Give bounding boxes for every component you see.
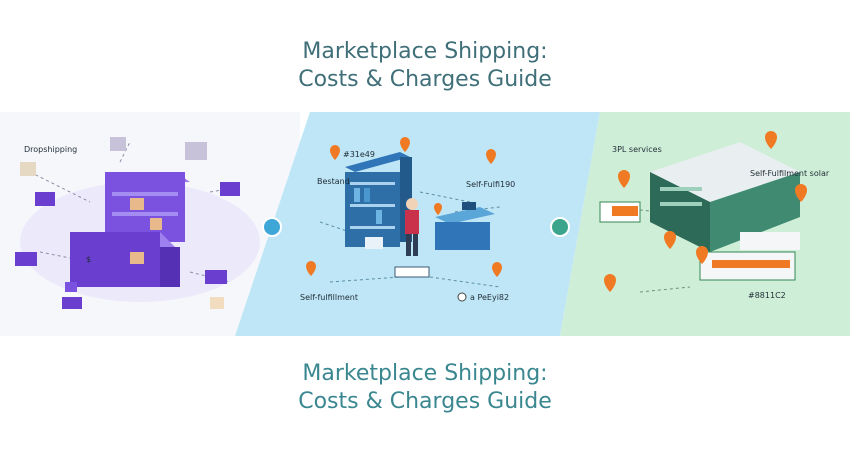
svg-text:$: $ xyxy=(86,255,91,264)
dropshipping-scene: $ Dropshipping xyxy=(15,137,260,309)
third-party-logistics-scene: 3PL services Self-Fulfilment solar #8811… xyxy=(599,131,830,300)
title-line-1-bottom: Marketplace Shipping: xyxy=(302,361,548,386)
title-line-1: Marketplace Shipping: xyxy=(302,39,548,64)
3pl-services-label: 3PL services xyxy=(612,145,662,154)
self-fulfillment-scene: #31e49 Bestand Self-Fulfi190 Self-fulfil… xyxy=(300,137,515,302)
page-title-top: Marketplace Shipping: Costs & Charges Gu… xyxy=(0,38,850,94)
dropshipping-label: Dropshipping xyxy=(24,145,77,154)
connector-blue-dot xyxy=(262,217,282,237)
title-line-2-bottom: Costs & Charges Guide xyxy=(298,389,552,414)
self-fulfill-label: Self-Fulfi190 xyxy=(466,180,515,189)
bestand-label: Bestand xyxy=(317,177,350,186)
title-line-2: Costs & Charges Guide xyxy=(298,67,552,92)
self-fulfillment-label: Self-fulfillment xyxy=(300,293,358,302)
code-label-green: #8811C2 xyxy=(748,291,786,300)
self-fulfilment-solar-label: Self-Fulfilment solar xyxy=(750,169,830,178)
code-label-bottom: a PeEyi82 xyxy=(470,293,509,302)
page-title-bottom: Marketplace Shipping: Costs & Charges Gu… xyxy=(0,360,850,416)
code-label-top: #31e49 xyxy=(343,150,375,159)
shipping-illustration-banner: $ Dropshipping xyxy=(0,112,850,336)
connector-green-dot xyxy=(550,217,570,237)
